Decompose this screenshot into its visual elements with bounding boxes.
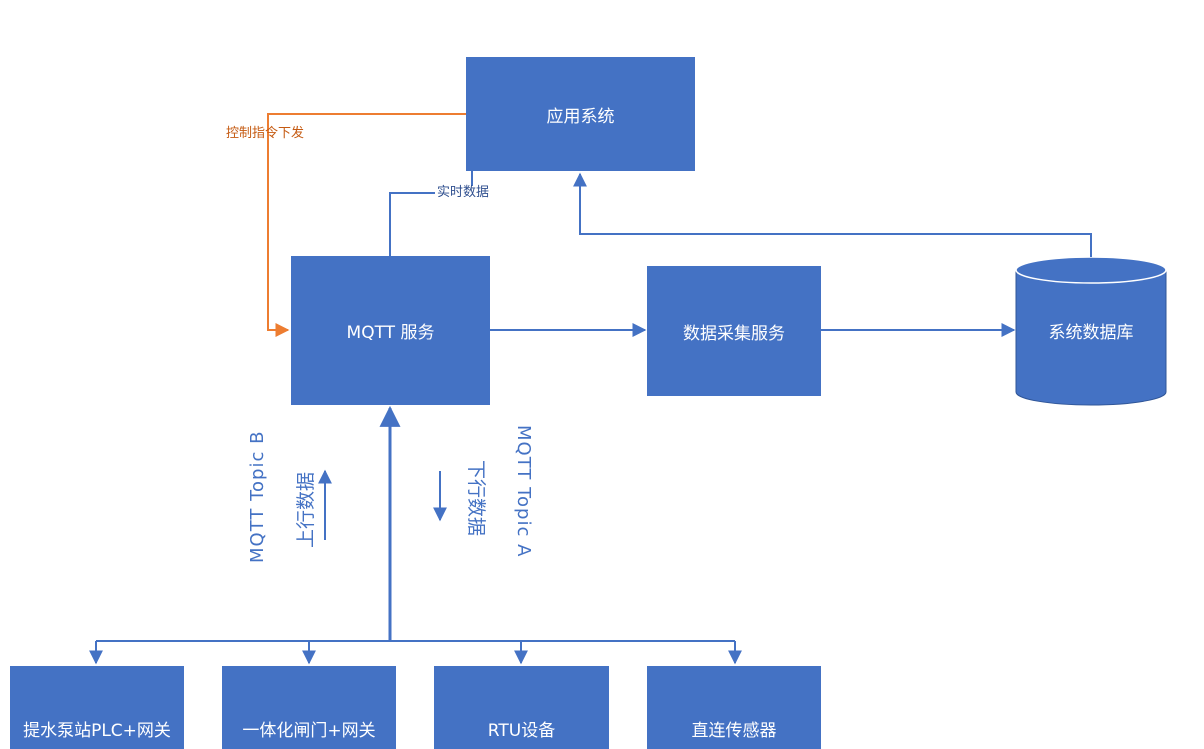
pump-station-label: 提水泵站PLC+网关 (23, 721, 171, 741)
gate-node: 一体化闸门+网关 (222, 666, 396, 749)
app-system-node: 应用系统 (466, 57, 695, 171)
mqtt-service-node: MQTT 服务 (291, 256, 490, 405)
sensor-label: 直连传感器 (691, 721, 777, 741)
pump-station-node: 提水泵站PLC+网关 (10, 666, 184, 749)
topic-a-label: MQTT Topic A (513, 425, 534, 558)
control-command-line (267, 113, 466, 337)
database-to-app-line (573, 172, 1092, 257)
uplink-label: 上行数据 (295, 471, 317, 548)
realtime-data-label: 实时数据 (435, 185, 492, 200)
data-collection-node: 数据采集服务 (647, 266, 821, 396)
control-command-label: 控制指令下发 (226, 126, 305, 141)
data-collection-label: 数据采集服务 (683, 323, 785, 344)
rtu-node: RTU设备 (434, 666, 609, 749)
database-label: 系统数据库 (1048, 323, 1134, 343)
app-system-label: 应用系统 (546, 106, 615, 127)
topic-b-label: MQTT Topic B (247, 430, 268, 563)
mqtt-service-label: MQTT 服务 (346, 323, 435, 343)
gate-label: 一体化闸门+网关 (242, 721, 376, 741)
realtime-data-line (389, 171, 473, 256)
sensor-node: 直连传感器 (647, 666, 821, 749)
downlink-label: 下行数据 (465, 460, 487, 537)
rtu-label: RTU设备 (487, 721, 556, 741)
database-node: 系统数据库 (1016, 283, 1166, 378)
